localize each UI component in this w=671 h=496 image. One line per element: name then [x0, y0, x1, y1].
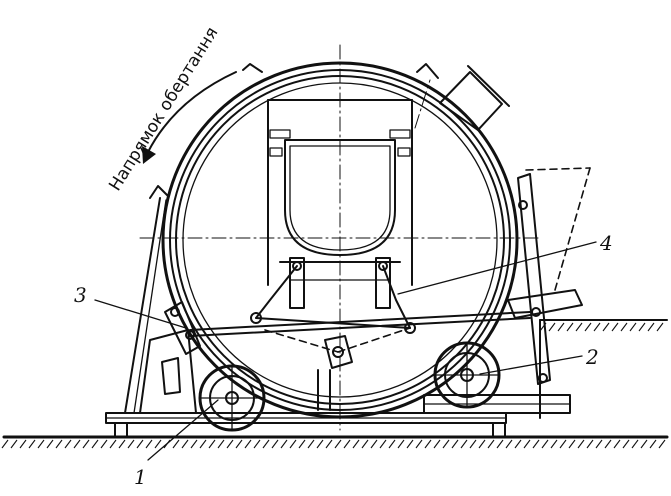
right-lever	[507, 167, 591, 385]
ground	[1, 435, 669, 449]
leader-lines	[94, 241, 597, 461]
right-foundation	[539, 319, 668, 419]
linkage	[189, 265, 531, 411]
left-stand	[124, 197, 201, 414]
ladle	[267, 99, 413, 309]
drum-nozzle	[149, 63, 510, 199]
base-frame	[105, 394, 571, 438]
callout-1: 1	[134, 465, 147, 489]
roller-2	[433, 341, 501, 409]
roller-1	[198, 364, 266, 432]
rotation-caption: Напрямок обертання	[105, 24, 222, 195]
callout-2: 2	[585, 345, 599, 369]
callout-3: 3	[74, 283, 87, 307]
centre-lines	[139, 44, 541, 431]
rotation-arrow	[142, 71, 237, 164]
callout-4: 4	[599, 231, 613, 255]
